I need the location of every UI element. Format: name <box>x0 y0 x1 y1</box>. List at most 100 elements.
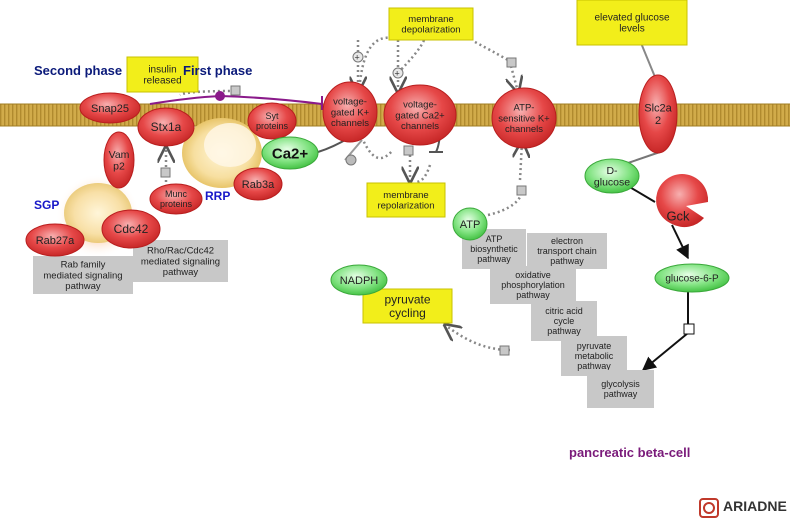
pyruvate-cycling-note-shape <box>362 288 453 324</box>
nadph-node[interactable]: NADPH <box>330 264 388 296</box>
ca-channels-node[interactable]: voltage-gated Ca2+channels <box>383 84 457 146</box>
pathway-rab-family-shape <box>33 256 133 294</box>
node-label: pathway <box>547 326 581 336</box>
node-label: pathway <box>577 361 611 371</box>
node-label: Rab27a <box>36 235 75 247</box>
node-label: Rho/Rac/Cdc42 <box>147 246 214 257</box>
node-label: voltage- <box>333 97 367 108</box>
ariadne-logo <box>699 498 719 518</box>
rab27a-node-shape <box>25 223 85 257</box>
node-label: ATP <box>486 234 503 244</box>
node-label: pyruvate <box>384 292 430 306</box>
node-label: cycling <box>389 306 426 320</box>
first-phase-heading: First phase <box>183 63 253 78</box>
node-label: Cdc42 <box>114 222 149 236</box>
node-label: channels <box>331 118 369 129</box>
node-label: pathway <box>516 290 550 300</box>
node-label: glycolysis <box>601 379 640 389</box>
node-label: glucose <box>594 177 630 189</box>
node-label: repolarization <box>377 201 434 212</box>
ca2-node[interactable]: Ca2+ <box>261 136 319 170</box>
pathway-glycolysis-shape <box>587 370 654 408</box>
node-label: ATP- <box>514 103 535 114</box>
d-glucose-node-shape <box>584 158 640 194</box>
node-label: membrane <box>408 14 453 25</box>
cdc42-node[interactable]: Cdc42 <box>101 209 161 249</box>
snap25-node-shape <box>79 92 141 124</box>
node-label: Syt <box>265 111 279 121</box>
node-label: depolarization <box>401 25 460 36</box>
membrane-depolarization-note-shape <box>388 7 474 41</box>
node-label: gated K+ <box>331 107 370 118</box>
cell-heading: pancreatic beta-cell <box>569 445 691 460</box>
rab27a-node[interactable]: Rab27a <box>25 223 85 257</box>
node-label: gated Ca2+ <box>395 110 445 121</box>
node-label: pathway <box>163 267 199 278</box>
node-label: membrane <box>383 190 428 201</box>
node-label: NADPH <box>340 275 379 287</box>
ca2-node-shape <box>261 136 319 170</box>
pathway-rho-rac-shape <box>133 240 228 282</box>
vamp2-node-shape <box>103 131 135 189</box>
svg-text:+: + <box>355 53 360 63</box>
node-label: channels <box>505 124 543 135</box>
node-label: pathway <box>550 256 584 266</box>
node-label: levels <box>619 24 645 35</box>
slc2a2-node-shape <box>638 74 678 154</box>
k-channels-node[interactable]: voltage-gated K+channels <box>322 81 378 143</box>
node-label: pathway <box>65 281 101 292</box>
glucose6p-node-shape <box>654 263 730 293</box>
node-label: Snap25 <box>91 103 129 115</box>
rrp-heading: RRP <box>205 189 231 203</box>
node-label: proteins <box>160 199 193 209</box>
node-label: Vam <box>109 149 130 161</box>
node-label: voltage- <box>403 100 437 111</box>
node-label: elevated glucose <box>594 12 669 23</box>
snap25-node[interactable]: Snap25 <box>79 92 141 124</box>
node-label: sensitive K+ <box>498 113 550 124</box>
node-label: biosynthetic <box>470 244 518 254</box>
node-label: pathway <box>477 254 511 264</box>
pathway-electron-transport-shape <box>527 233 607 269</box>
cdc42-node-shape <box>101 209 161 249</box>
node-label: metabolic <box>575 351 614 361</box>
pathway-pyruvate-metabolic-shape <box>561 336 627 376</box>
atp-node[interactable]: ATP <box>452 207 488 241</box>
gck-node[interactable] <box>656 174 709 228</box>
node-label: Rab3a <box>242 179 275 191</box>
glucose6p-node[interactable]: glucose-6-P <box>654 263 730 293</box>
atp-k-channels-node-shape <box>491 87 557 149</box>
node-label: 2 <box>655 115 661 127</box>
node-label: electron <box>551 236 583 246</box>
rab3a-node[interactable]: Rab3a <box>233 167 283 201</box>
d-glucose-node[interactable]: D-glucose <box>584 158 640 194</box>
pathway-citric-acid-shape <box>531 301 597 341</box>
atp-k-channels-node[interactable]: ATP-sensitive K+channels <box>491 87 557 149</box>
node-label: mediated signaling <box>141 256 220 267</box>
sgp-heading: SGP <box>34 198 60 212</box>
svg-text:+: + <box>395 69 400 79</box>
second-phase-heading: Second phase <box>34 63 123 78</box>
node-label: channels <box>401 121 439 132</box>
node-label: Gck <box>666 209 690 224</box>
stx1a-node[interactable]: Stx1a <box>137 107 195 147</box>
membrane-repolarization-note-shape <box>366 182 446 218</box>
node-label: mediated signaling <box>43 270 122 281</box>
insulin-released-note-shape <box>126 56 199 93</box>
